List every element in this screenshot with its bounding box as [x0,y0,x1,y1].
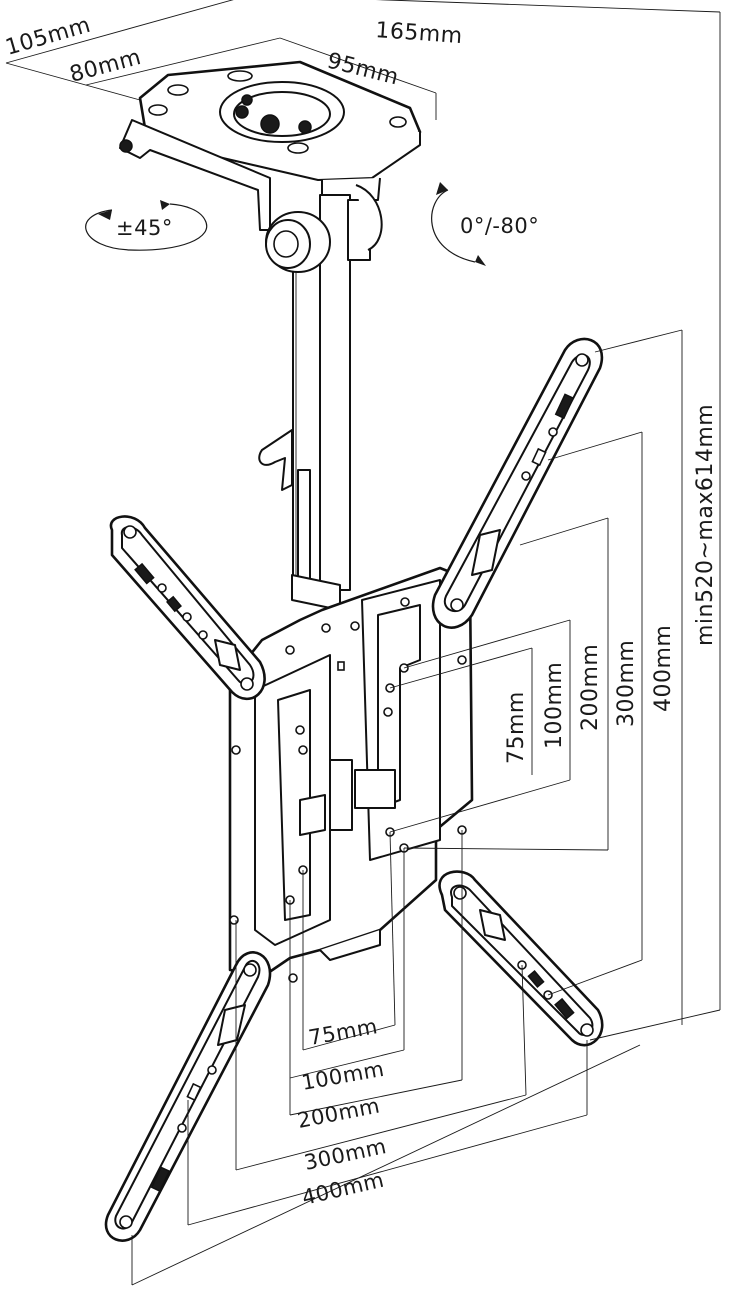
swivel-arrow [85,200,208,251]
vesa-v-400: 400mm [651,625,676,712]
vesa-h-200: 200mm [295,1093,382,1132]
vesa-h-75: 75mm [307,1014,380,1050]
vesa-v-100: 100mm [542,662,567,749]
height-range: min520~max614mm [693,404,718,646]
ceiling-dim-80: 80mm [67,45,144,88]
vesa-v-75: 75mm [504,691,529,764]
swivel-label: ±45° [116,216,173,240]
tilt-arrow [431,182,486,266]
vesa-v-200: 200mm [578,644,603,731]
arm-upper-right [431,337,604,629]
ceiling-plate [119,60,422,231]
arm-upper-left [109,515,266,701]
arm-lower-left [104,951,272,1242]
ceiling-dim-165: 165mm [375,18,464,49]
vesa-h-400: 400mm [300,1168,387,1210]
mount-plate [228,566,474,983]
ceiling-dim-105: 105mm [3,13,94,61]
arm-lower-right [438,870,604,1047]
vesa-horizontal-dimension-lines [131,830,641,1286]
pole-assembly [258,184,383,611]
ceiling-plate-dimension-lines [5,0,721,1010]
vesa-h-100: 100mm [300,1057,386,1095]
vesa-v-300: 300mm [614,640,639,727]
vesa-vertical-dimension-lines [389,329,721,1041]
tilt-label: 0°/-80° [460,214,539,238]
